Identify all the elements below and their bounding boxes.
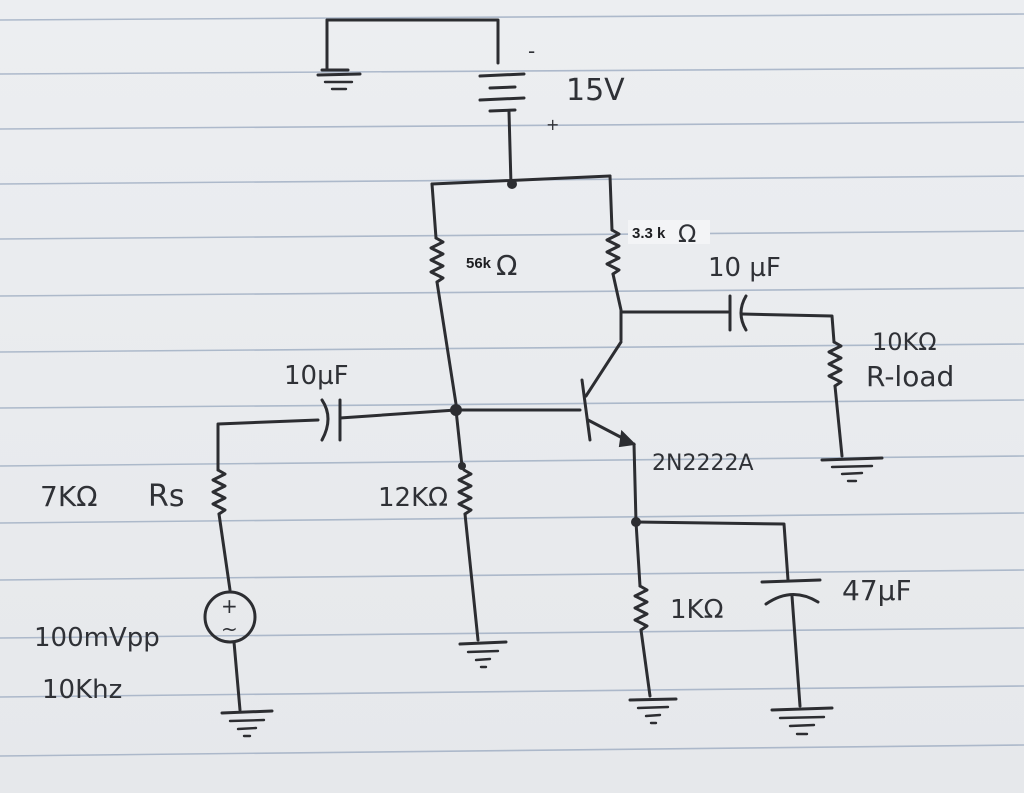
resistor-56k-unit: Ω [496,249,517,282]
top-rail-wire [430,174,612,186]
capacitor-output [619,294,836,344]
resistor-load-name: R-load [866,360,954,393]
capacitor-emitter-value: 47µF [842,574,912,607]
resistor-emitter-value: 1KΩ [670,595,723,625]
source-amplitude-label: 100mVpp [34,623,160,653]
supply-minus-sign: - [528,39,535,63]
ground-icon-top [316,72,362,91]
resistor-12k-value: 12KΩ [378,483,448,513]
junction-top [507,179,517,189]
resistor-3-3k [605,174,623,342]
resistor-load [827,340,844,458]
supply-plus-sign: + [546,115,559,134]
transistor-npn [580,340,638,524]
capacitor-input-value: 10µF [284,361,349,391]
source-tilde-sign: ~ [221,617,238,641]
capacitor-emitter-bypass [760,578,822,708]
capacitor-output-value: 10 µF [708,253,781,283]
supply-voltage-label: 15V [566,73,625,108]
resistor-emitter [633,520,652,698]
ground-icon-bias [458,640,508,669]
ground-icon-source [220,709,274,738]
ac-source [203,590,257,712]
resistor-3-3k-value: 3.3 k [632,225,666,242]
ground-icon-load [820,456,884,483]
resistor-56k [429,182,458,406]
resistor-12k [454,408,480,642]
capacitor-input [216,398,458,472]
resistor-source [211,468,232,592]
resistor-3-3k-label-box [628,220,710,244]
resistor-source-name: Rs [148,479,184,514]
supply-battery [320,18,526,187]
emitter-node-wire [634,520,790,582]
resistor-load-value: 10KΩ [872,328,937,356]
resistor-56k-value: 56k [466,255,492,272]
ground-icon-bypass [770,706,834,736]
resistor-3-3k-unit: Ω [678,220,696,248]
resistor-source-value: 7KΩ [40,480,98,513]
source-frequency-label: 10Khz [42,675,122,705]
ground-icon-emitter [628,697,678,725]
transistor-model-label: 2N2222A [652,451,754,476]
source-plus-sign: + [221,594,238,618]
